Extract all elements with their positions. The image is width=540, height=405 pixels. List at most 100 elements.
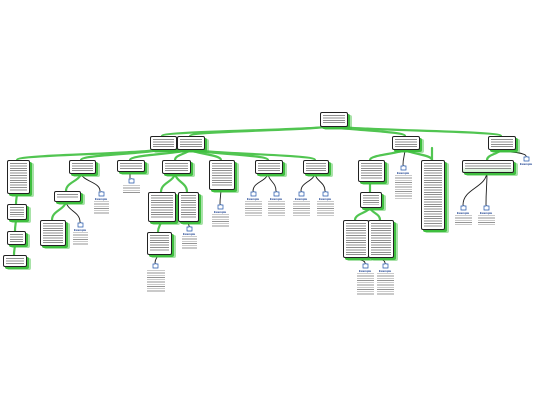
subtopic-box-8[interactable] — [358, 160, 385, 182]
example-link — [267, 171, 277, 192]
example-link — [65, 199, 81, 223]
example-leaf-11[interactable]: Example — [394, 165, 412, 199]
example-leaf-1[interactable]: Example — [72, 222, 88, 246]
puzzle-piece-icon — [273, 191, 279, 197]
connector-link — [353, 204, 372, 222]
connector-link — [50, 198, 68, 222]
example-text — [394, 175, 412, 199]
puzzle-piece-icon — [460, 205, 466, 211]
example-label: Example — [269, 196, 283, 201]
chain-box-1[interactable] — [7, 204, 27, 220]
subtopic-box-2[interactable] — [69, 160, 96, 174]
puzzle-piece-icon — [217, 204, 223, 210]
puzzle-piece-icon — [382, 263, 388, 269]
subtopic-box-10[interactable] — [462, 160, 514, 173]
detail-box-2a[interactable] — [54, 191, 81, 202]
example-leaf-14[interactable]: Example — [454, 205, 472, 225]
example-label: Example — [213, 209, 227, 214]
example-label: Example — [73, 227, 87, 232]
puzzle-piece-icon — [322, 191, 328, 197]
example-leaf-3[interactable] — [122, 178, 140, 194]
puzzle-piece-icon — [523, 156, 529, 162]
detail-box-8a[interactable] — [360, 192, 382, 208]
example-label: Example — [246, 196, 260, 201]
connector-link — [368, 204, 382, 222]
connector-link — [64, 170, 83, 193]
topic-box-c[interactable] — [392, 136, 420, 150]
example-label: Example — [294, 196, 308, 201]
example-text — [181, 236, 197, 250]
detail-box-4c[interactable] — [147, 232, 172, 255]
example-text — [356, 273, 374, 295]
subtopic-box-6[interactable] — [255, 160, 283, 174]
connector-link — [15, 146, 164, 162]
connector-link — [173, 170, 189, 194]
example-label: Example — [396, 170, 410, 175]
example-text — [146, 269, 165, 292]
topic-box-b[interactable] — [177, 136, 205, 150]
puzzle-piece-icon — [98, 191, 104, 197]
subtopic-box-1[interactable] — [7, 160, 30, 194]
example-label: Example — [318, 196, 332, 201]
example-label: Example — [479, 210, 493, 215]
example-leaf-15[interactable]: Example — [477, 205, 495, 225]
example-leaf-5[interactable] — [146, 263, 165, 292]
example-text — [477, 215, 495, 225]
chain-box-2[interactable] — [7, 231, 26, 245]
example-leaf-9[interactable]: Example — [292, 191, 310, 217]
example-link — [485, 170, 488, 206]
chain-box-3[interactable] — [3, 255, 27, 267]
subtopic-box-9[interactable] — [421, 160, 445, 230]
detail-box-8b[interactable] — [343, 220, 369, 258]
example-leaf-4[interactable]: Example — [181, 226, 197, 250]
example-text — [211, 214, 229, 228]
connector-link — [159, 170, 177, 194]
example-leaf-8[interactable]: Example — [267, 191, 285, 217]
topic-box-d[interactable] — [488, 136, 516, 150]
root-topic-box[interactable] — [320, 112, 348, 127]
example-label: Example — [519, 161, 533, 166]
example-link — [219, 187, 222, 205]
puzzle-piece-icon — [152, 263, 159, 269]
subtopic-box-4[interactable] — [162, 160, 191, 174]
example-label: Example — [358, 268, 372, 273]
example-text — [376, 273, 394, 295]
example-label: Example — [378, 268, 392, 273]
example-text — [122, 184, 140, 194]
puzzle-piece-icon — [77, 222, 83, 228]
puzzle-piece-icon — [483, 205, 489, 211]
example-link — [462, 170, 488, 206]
example-leaf-12[interactable]: Example — [356, 263, 374, 295]
example-leaf-6[interactable]: Example — [211, 204, 229, 228]
example-text — [316, 201, 334, 217]
puzzle-piece-icon — [128, 178, 134, 184]
example-leaf-2[interactable]: Example — [93, 191, 109, 215]
example-text — [72, 232, 88, 246]
subtopic-box-3[interactable] — [117, 160, 145, 172]
detail-box-4a[interactable] — [148, 192, 176, 222]
example-leaf-13[interactable]: Example — [376, 263, 394, 295]
detail-box-4b[interactable] — [178, 192, 199, 222]
example-leaf-7[interactable]: Example — [244, 191, 262, 217]
example-text — [244, 201, 262, 217]
example-label: Example — [182, 231, 196, 236]
topic-box-a[interactable] — [150, 136, 177, 150]
example-link — [300, 171, 316, 192]
detail-box-2b[interactable] — [40, 220, 66, 246]
example-text — [292, 201, 310, 217]
example-link — [80, 171, 101, 192]
example-leaf-16[interactable]: Example — [517, 156, 535, 166]
example-link — [252, 171, 269, 192]
example-text — [267, 201, 285, 217]
puzzle-piece-icon — [250, 191, 256, 197]
example-label: Example — [456, 210, 470, 215]
detail-box-8c[interactable] — [368, 220, 394, 258]
example-link — [314, 171, 326, 192]
subtopic-box-5[interactable] — [209, 160, 235, 190]
example-text — [454, 215, 472, 225]
puzzle-piece-icon — [298, 191, 304, 197]
puzzle-piece-icon — [400, 165, 406, 171]
subtopic-box-7[interactable] — [303, 160, 329, 174]
example-leaf-10[interactable]: Example — [316, 191, 334, 217]
